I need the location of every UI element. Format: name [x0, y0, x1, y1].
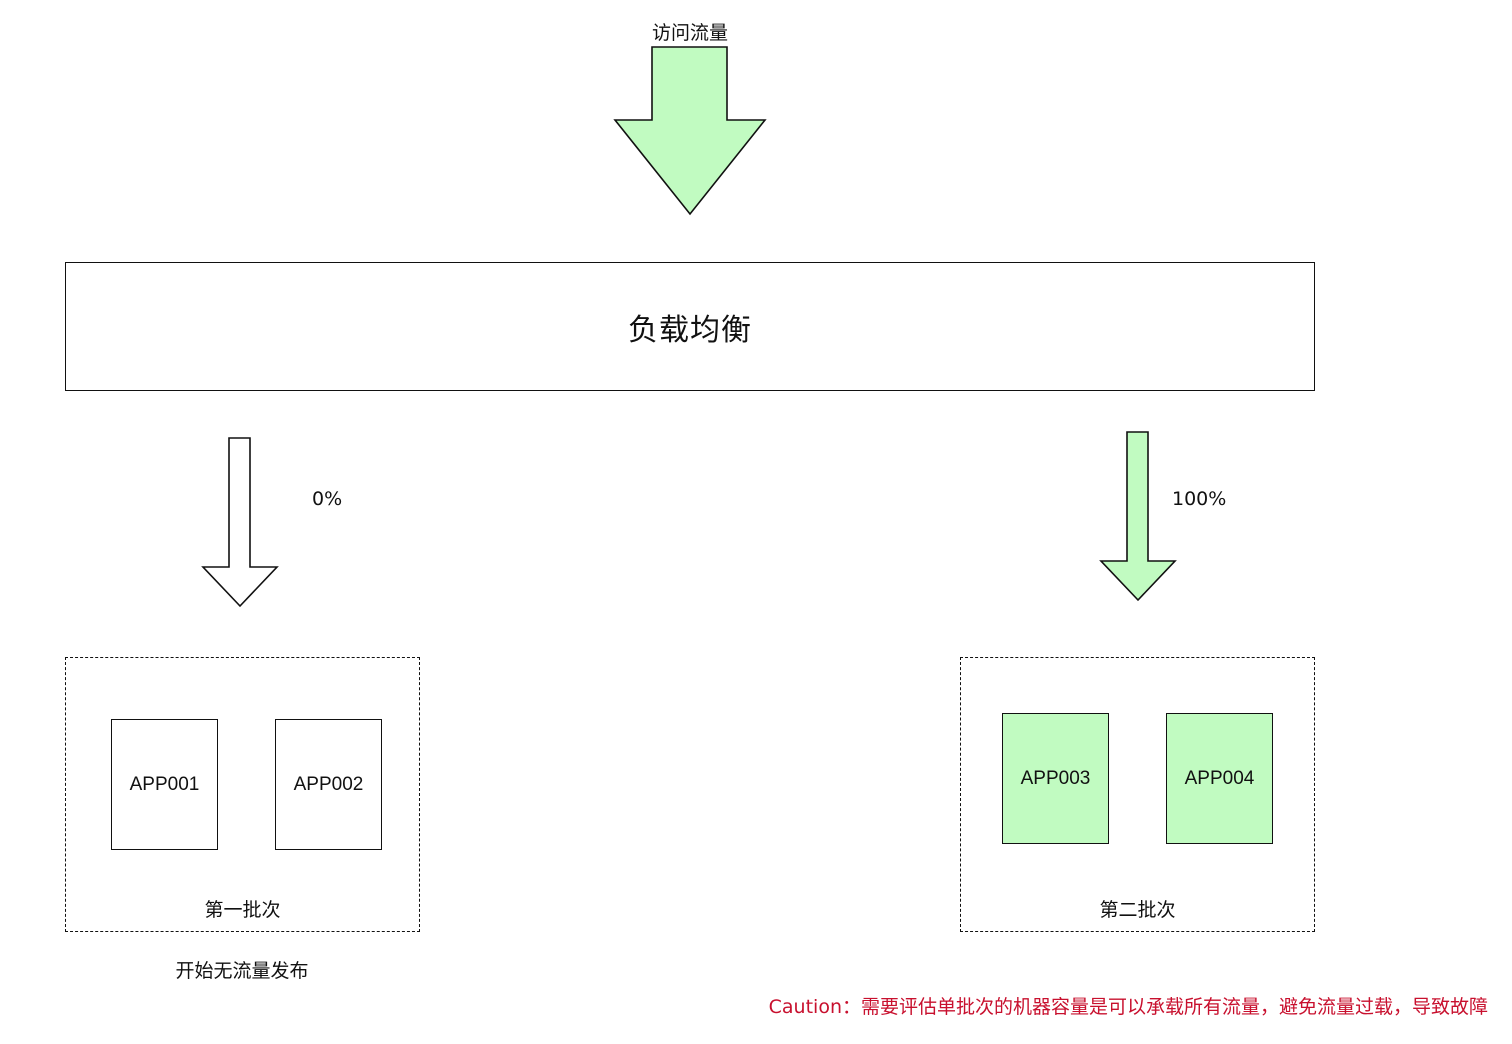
app-node-label: APP002 — [293, 773, 364, 795]
no-traffic-release-note: 开始无流量发布 — [175, 960, 309, 982]
batch-1-label: 第一批次 — [204, 899, 281, 921]
app-node-app001: APP001 — [111, 719, 218, 850]
batch-2-label: 第二批次 — [1099, 899, 1176, 921]
left-percent-label: 0% — [312, 488, 343, 510]
load-balancer-box: 负载均衡 — [65, 262, 1315, 391]
app-node-label: APP003 — [1020, 767, 1091, 789]
right-traffic-arrow — [1099, 431, 1177, 602]
load-balancer-label: 负载均衡 — [628, 312, 752, 348]
app-node-app004: APP004 — [1166, 713, 1273, 844]
caution-note: Caution：需要评估单批次的机器容量是可以承载所有流量，避免流量过载，导致故… — [768, 996, 1488, 1018]
batch-2-group: APP003 APP004 第二批次 — [960, 657, 1315, 932]
app-node-app002: APP002 — [275, 719, 382, 850]
right-percent-label: 100% — [1172, 488, 1227, 510]
batch-1-group: APP001 APP002 第一批次 — [65, 657, 420, 932]
left-traffic-arrow — [201, 437, 279, 608]
app-node-app003: APP003 — [1002, 713, 1109, 844]
app-node-label: APP004 — [1184, 767, 1255, 789]
app-node-label: APP001 — [129, 773, 200, 795]
traffic-label: 访问流量 — [651, 22, 729, 44]
incoming-traffic-arrow — [613, 46, 767, 216]
